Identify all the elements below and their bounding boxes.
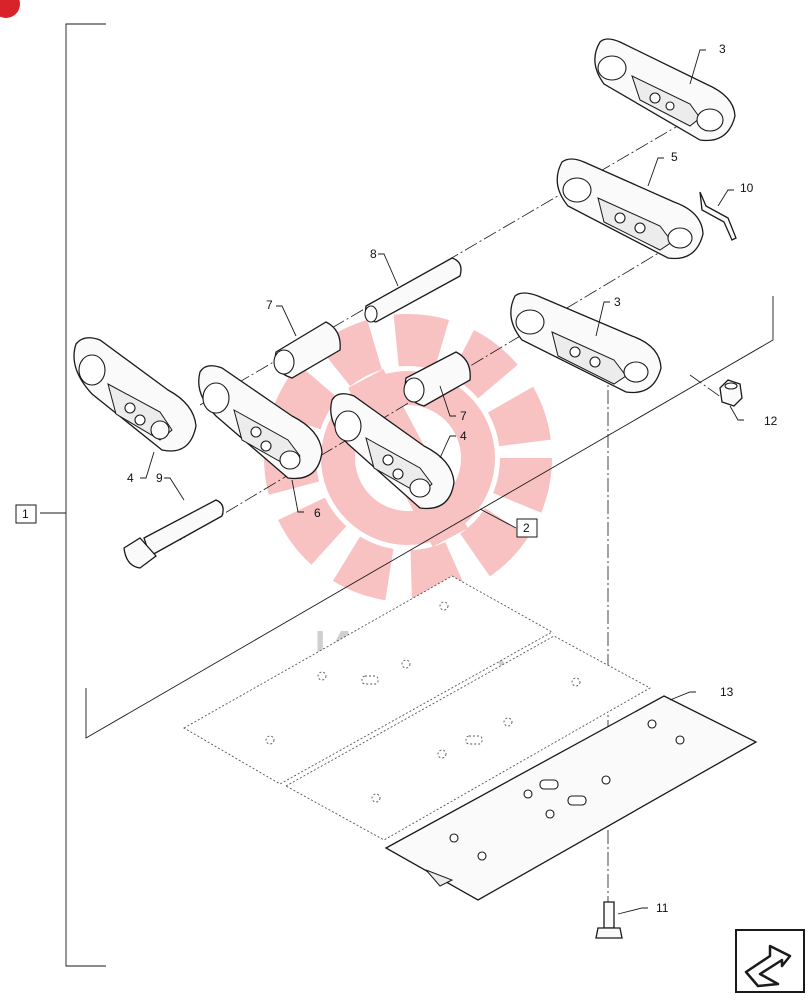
track-link-right [510,292,662,394]
track-shoe-ghost-back [183,575,553,785]
callout-7-right: 7 [460,409,467,423]
subassembly-frame [85,296,774,739]
callout-13: 13 [720,685,734,699]
leader-lines [140,49,744,915]
assembly-bracket [40,23,106,967]
callout-4-right: 4 [460,429,467,443]
svg-text:2: 2 [523,521,530,535]
callout-12: 12 [764,414,778,428]
lock-pin [699,191,737,241]
callout-11: 11 [656,901,669,915]
track-link-left [73,337,197,452]
master-pin [123,499,224,569]
track-shoe-ghost-middle [285,635,651,841]
corner-badge [0,0,20,18]
track-link-top [594,38,736,142]
callout-5: 5 [671,150,678,164]
callout-9: 9 [156,471,163,485]
callout-7-left: 7 [266,298,273,312]
shoe-bolt [595,901,623,939]
callout-1: 1 [15,504,37,524]
callout-3-top: 3 [719,42,726,56]
callout-8: 8 [370,247,377,261]
callout-3-right: 3 [614,295,621,309]
track-pin [364,257,462,323]
svg-text:1: 1 [22,507,29,521]
track-link-center [198,365,323,480]
track-link-master [556,158,704,260]
track-shoe [384,695,758,901]
bushing-left [273,321,341,379]
callout-4-left: 4 [127,471,134,485]
next-page-arrow-icon[interactable] [735,929,805,993]
track-link-inner [330,393,455,510]
callout-10: 10 [740,181,754,195]
callout-6: 6 [314,506,321,520]
callout-2: 2 [516,518,538,538]
bushing-right [403,351,471,407]
nut [719,379,743,407]
